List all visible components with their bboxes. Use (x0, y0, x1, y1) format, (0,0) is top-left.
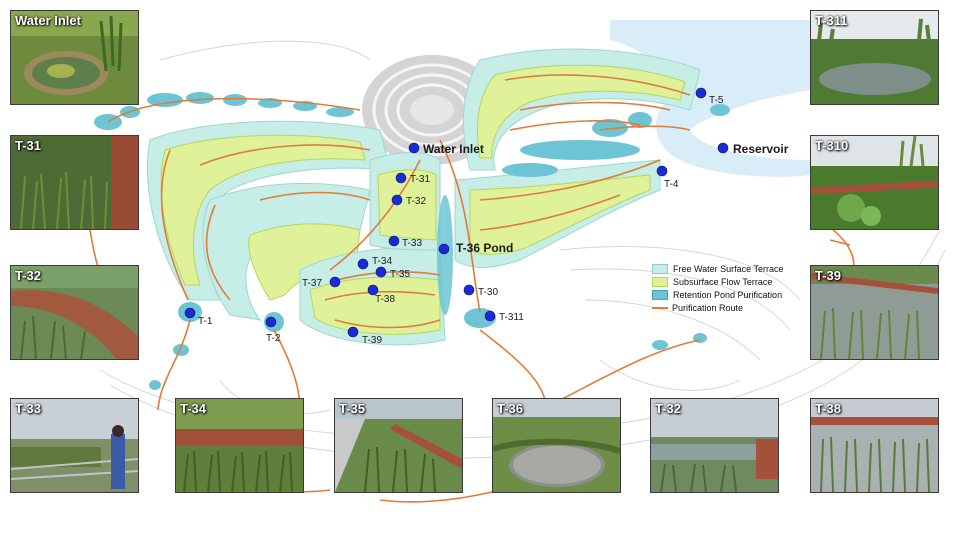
marker-t39 (347, 326, 359, 338)
label-t37: T-37 (302, 278, 322, 289)
purification-routes (89, 74, 855, 503)
marker-t5 (695, 87, 707, 99)
legend-label: Free Water Surface Terrace (673, 263, 784, 274)
marker-t37 (329, 276, 341, 288)
label-t30: T-30 (478, 287, 498, 298)
legend-label: Purification Route (672, 302, 744, 313)
marker-t31 (395, 172, 407, 184)
marker-water-inlet (408, 142, 420, 154)
t310-photo-icon (811, 136, 938, 229)
photo-label: T-31 (15, 138, 42, 153)
photo-label: T-32 (655, 401, 682, 416)
photo-label: T-311 (815, 13, 848, 28)
marker-t33 (388, 235, 400, 247)
label-t33: T-33 (402, 238, 422, 249)
label-t38: T-38 (375, 294, 395, 305)
label-t35: T-35 (390, 269, 410, 280)
marker-t35 (375, 266, 387, 278)
legend-label: Retention Pond Purification (673, 289, 783, 300)
marker-reservoir (717, 142, 729, 154)
photo-label: Water Inlet (15, 13, 81, 28)
t39-photo-icon (811, 266, 938, 359)
photo-t32-left: T-32 (10, 265, 139, 360)
water-inlet-photo-icon (11, 11, 138, 104)
photo-t38: T-38 (810, 398, 939, 493)
east-terraces (454, 48, 701, 268)
photo-label: T-310 (815, 138, 849, 153)
photo-t310: T-310 (810, 135, 939, 230)
marker-t4 (656, 165, 668, 177)
label-t4: T-4 (664, 179, 679, 190)
west-terraces (146, 120, 391, 321)
label-reservoir: Reservoir (733, 142, 789, 156)
photo-t39: T-39 (810, 265, 939, 360)
photo-t31: T-31 (10, 135, 139, 230)
t38-photo-icon (811, 399, 938, 492)
label-t2: T-2 (266, 333, 281, 344)
route-line-icon (652, 306, 668, 309)
sample-markers (184, 87, 729, 338)
photo-water-inlet: Water Inlet (10, 10, 139, 105)
marker-t34 (357, 258, 369, 270)
legend-label: Subsurface Flow Terrace (673, 276, 773, 287)
label-t36-pond: T-36 Pond (456, 241, 513, 255)
photo-t32-bottom: T-32 (650, 398, 779, 493)
legend-item-route: Purification Route (652, 301, 784, 314)
label-t5: T-5 (709, 95, 724, 106)
marker-labels: Water Inlet Reservoir T-5 T-4 T-31 T-32 … (198, 95, 789, 346)
t36-photo-icon (493, 399, 620, 492)
legend-item-free-water: Free Water Surface Terrace (652, 262, 784, 275)
t35-photo-icon (335, 399, 462, 492)
label-t1: T-1 (198, 316, 213, 327)
marker-t1 (184, 307, 196, 319)
t34-photo-icon (176, 399, 303, 492)
label-t311: T-311 (499, 312, 524, 323)
photo-t36: T-36 (492, 398, 621, 493)
photo-t35: T-35 (334, 398, 463, 493)
marker-t38 (367, 284, 379, 296)
marker-t36 (438, 243, 450, 255)
marker-t2 (265, 316, 277, 328)
label-t39: T-39 (362, 335, 382, 346)
t311-photo-icon (811, 11, 938, 104)
legend-item-retention: Retention Pond Purification (652, 288, 784, 301)
photo-label: T-34 (180, 401, 207, 416)
retention-swatch-icon (652, 289, 668, 300)
label-t31: T-31 (410, 174, 430, 185)
photo-t33: T-33 (10, 398, 139, 493)
retention-ponds (94, 92, 730, 390)
t32-photo-icon (11, 266, 138, 359)
t32-bottom-photo-icon (651, 399, 778, 492)
legend-item-subsurface: Subsurface Flow Terrace (652, 275, 784, 288)
photo-label: T-36 (497, 401, 524, 416)
photo-label: T-32 (15, 268, 42, 283)
t31-photo-icon (11, 136, 138, 229)
label-t32: T-32 (406, 196, 426, 207)
photo-label: T-35 (339, 401, 366, 416)
photo-label: T-39 (815, 268, 842, 283)
marker-t30 (463, 284, 475, 296)
subsurface-swatch-icon (652, 276, 668, 287)
t33-photo-icon (11, 399, 138, 492)
photo-t311: T-311 (810, 10, 939, 105)
marker-t32 (391, 194, 403, 206)
photo-t34: T-34 (175, 398, 304, 493)
label-water-inlet: Water Inlet (423, 142, 484, 156)
map-legend: Free Water Surface Terrace Subsurface Fl… (652, 262, 784, 314)
photo-label: T-33 (15, 401, 42, 416)
free-water-swatch-icon (652, 263, 668, 274)
photo-label: T-38 (815, 401, 842, 416)
marker-t311 (484, 310, 496, 322)
label-t34: T-34 (372, 256, 392, 267)
